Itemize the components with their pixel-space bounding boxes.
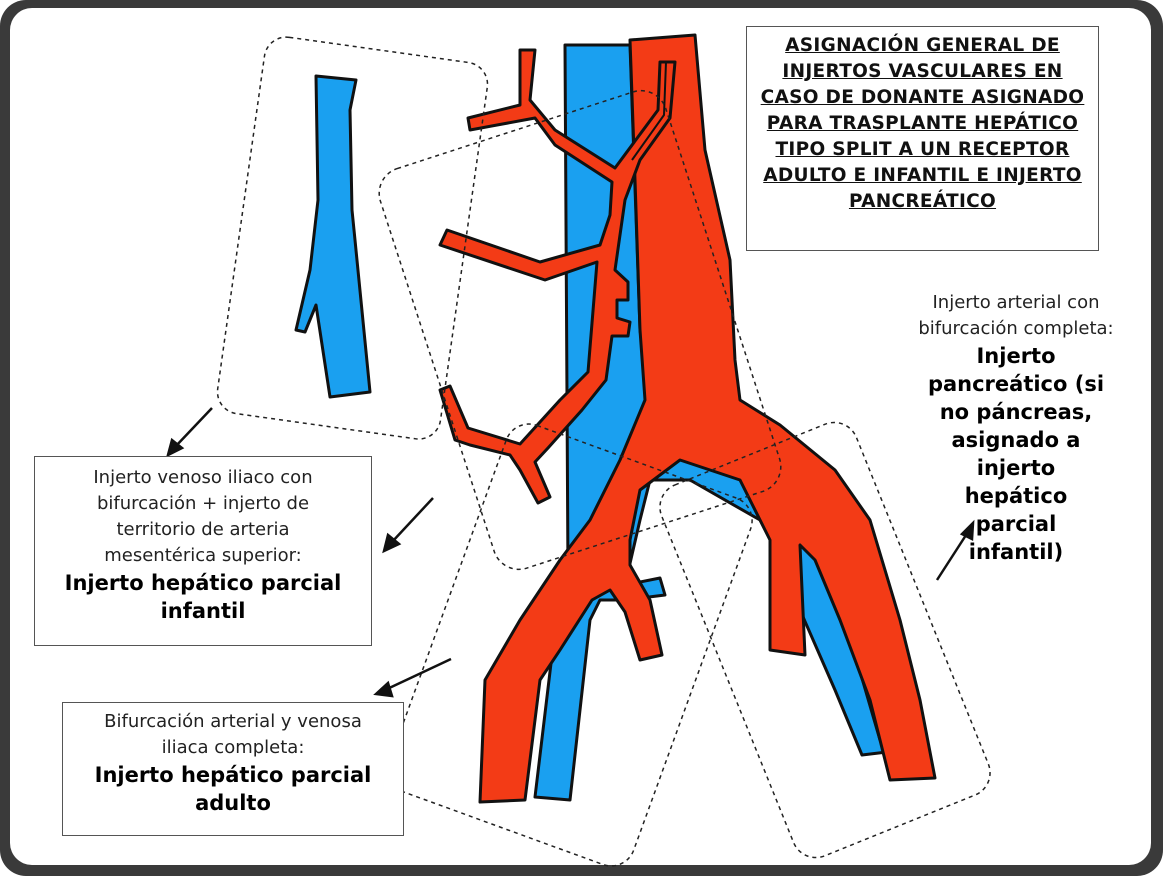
- adult-graft-label: Bifurcación arterial y venosa iliaca com…: [62, 702, 404, 836]
- adult-line-2: iliaca completa:: [63, 735, 403, 761]
- venous-bold: Injerto hepático parcial infantil: [35, 569, 371, 625]
- venous-line-3: territorio de arteria: [35, 517, 371, 543]
- venous-graft-label: Injerto venoso iliaco con bifurcación + …: [34, 456, 372, 646]
- venous-line-4: mesentérica superior:: [35, 543, 371, 569]
- adult-bold: Injerto hepático parcial adulto: [63, 761, 403, 817]
- iliac-vein-graft: [296, 76, 370, 397]
- venous-line-1: Injerto venoso iliaco con: [35, 465, 371, 491]
- pancreatic-line-1: Injerto arterial con: [885, 290, 1147, 316]
- pancreatic-bold: Injerto pancreático (si no páncreas, asi…: [885, 342, 1147, 566]
- page-title: ASIGNACIÓN GENERAL DE INJERTOS VASCULARE…: [746, 26, 1099, 251]
- venous-line-2: bifurcación + injerto de: [35, 491, 371, 517]
- arrow-head-icon: [376, 683, 392, 696]
- pancreatic-line-2: bifurcación completa:: [885, 316, 1147, 342]
- adult-line-1: Bifurcación arterial y venosa: [63, 709, 403, 735]
- pancreatic-graft-label: Injerto arterial con bifurcación complet…: [885, 290, 1147, 510]
